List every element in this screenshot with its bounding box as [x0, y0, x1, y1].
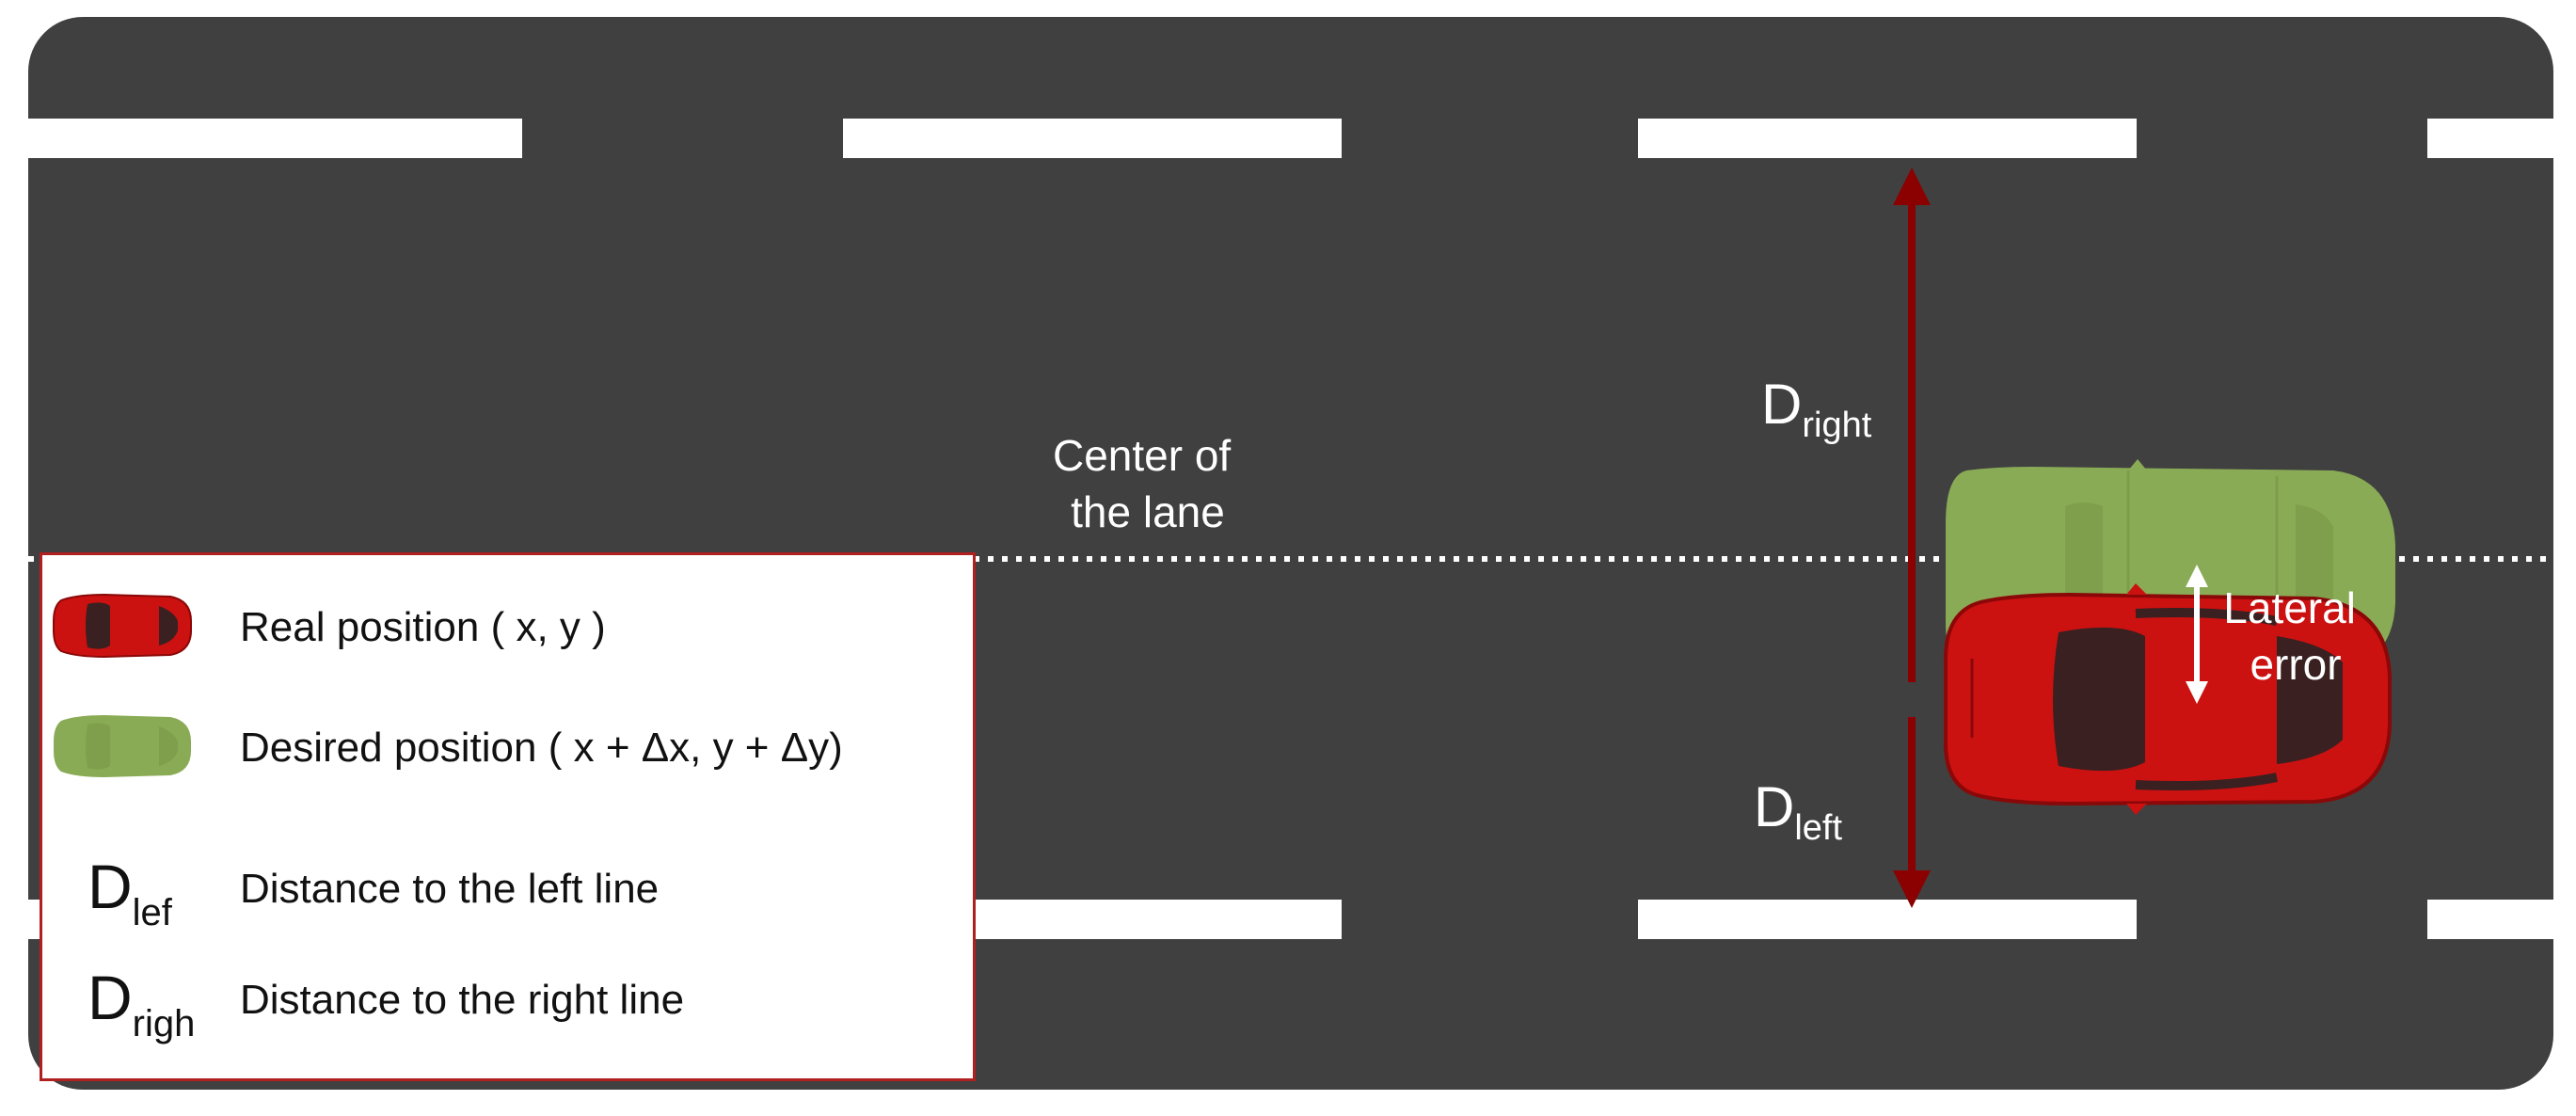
lane-dash: [2427, 900, 2553, 939]
lane-dash: [843, 119, 1342, 158]
real-car-icon: [1944, 583, 2392, 815]
legend-label-desired: Desired position ( x + Δx, y + Δy): [240, 725, 843, 771]
green-car-icon: [54, 715, 191, 777]
legend-label-real: Real position ( x, y ): [240, 604, 606, 650]
legend-label-d-right: Distance to the right line: [240, 977, 685, 1023]
d-left-label: Dleft: [1754, 775, 1842, 848]
red-car-icon: [53, 593, 192, 659]
d-right-symbol: Drigh: [87, 963, 196, 1044]
legend-item-d-left: Dlef Distance to the left line: [42, 852, 973, 950]
lane-dash: [1638, 119, 2137, 158]
legend-box: Real position ( x, y ) Desired position …: [40, 552, 976, 1081]
legend-item-desired: Desired position ( x + Δx, y + Δy): [42, 704, 973, 798]
top-lane-markings: [28, 119, 2553, 158]
legend-item-real: Real position ( x, y ): [42, 583, 973, 678]
center-label: Center of the lane: [1053, 431, 1243, 536]
lane-dash: [2427, 119, 2553, 158]
lane-dash: [1638, 900, 2137, 939]
legend-item-d-right: Drigh Distance to the right line: [42, 963, 973, 1061]
d-left-symbol: Dlef: [87, 852, 172, 933]
legend-label-d-left: Distance to the left line: [240, 866, 660, 912]
d-right-label: Dright: [1761, 373, 1872, 445]
lateral-error-label: Lateral error: [2223, 583, 2367, 689]
lane-dash: [28, 119, 522, 158]
